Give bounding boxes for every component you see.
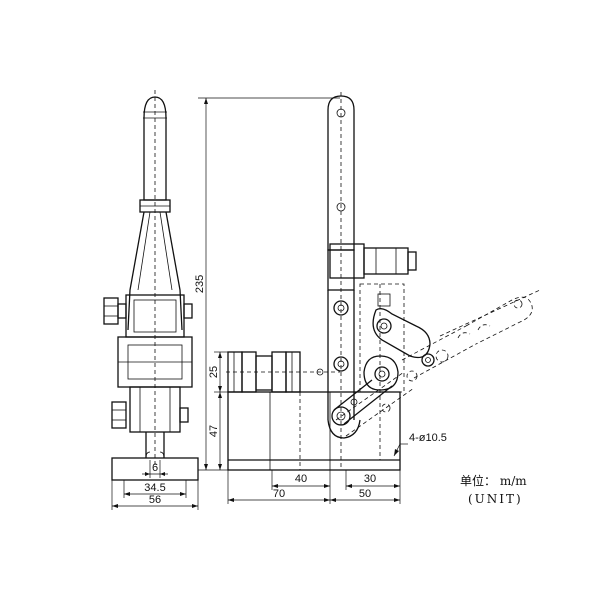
left-dimensions: 25 47 <box>208 351 228 470</box>
side-view-dimensions: 6 34.5 56 <box>111 460 199 510</box>
dim-pivot-height: 25 <box>208 366 220 378</box>
dim-holes: 4-ø10.5 <box>409 432 447 444</box>
base-plate <box>227 391 401 471</box>
unit-english: (UNIT) <box>468 492 523 506</box>
unit-note: 单位： m/m (UNIT) <box>460 472 570 508</box>
dim-base-width: 56 <box>149 494 161 506</box>
dim-inner-width: 34.5 <box>144 482 165 494</box>
unit-label: 单位： m/m <box>460 474 527 488</box>
spindle-assembly <box>226 351 340 393</box>
open-position-handle <box>335 289 541 437</box>
overall-height-dimension: 235 <box>194 97 340 471</box>
dim-length-50: 50 <box>359 488 371 500</box>
dim-offset-30: 30 <box>364 473 376 485</box>
dim-length-70: 70 <box>273 488 285 500</box>
dim-offset-40: 40 <box>295 473 307 485</box>
vertical-handle <box>327 92 417 470</box>
bottom-dimensions: 40 30 70 50 <box>227 470 401 504</box>
dim-overall-height: 235 <box>194 275 206 293</box>
linkage <box>333 308 435 425</box>
dim-inner-slot: 6 <box>152 462 158 474</box>
side-view <box>103 90 199 481</box>
holes-callout: 4-ø10.5 <box>393 432 447 457</box>
dim-base-height: 47 <box>208 425 220 437</box>
